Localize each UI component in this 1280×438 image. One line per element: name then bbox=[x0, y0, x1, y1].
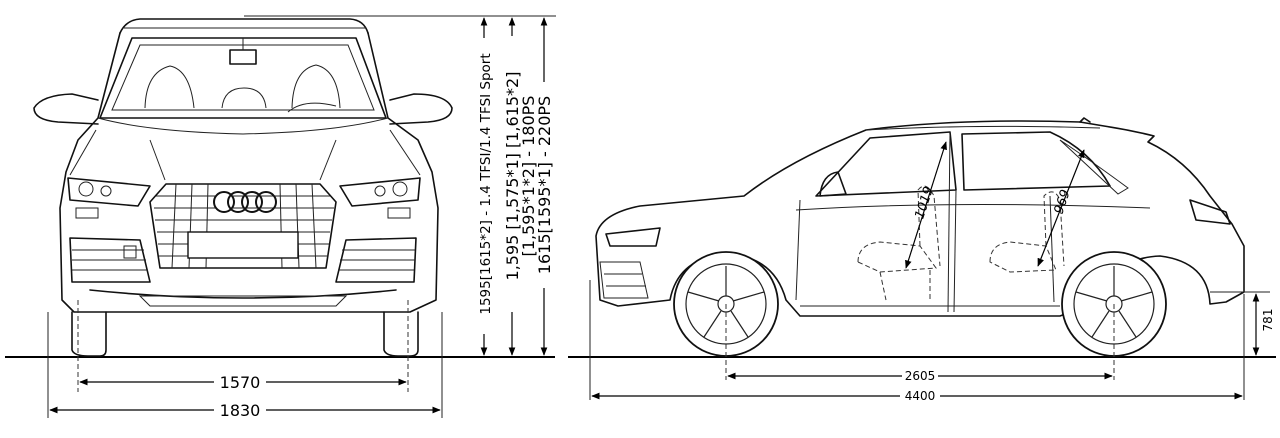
track-width-label: 1570 bbox=[220, 373, 261, 392]
track-width-dimension: 1570 bbox=[79, 373, 407, 392]
rear-height-label: 781 bbox=[1261, 309, 1275, 332]
height-label-2: 1,595 [1,575*1] [1,615*2] bbox=[503, 72, 522, 281]
front-headroom-label: 1019 bbox=[912, 185, 936, 221]
overall-length-label: 4400 bbox=[905, 389, 936, 403]
height-dimensions: 1595[1615*2] - 1.4 TFSI/1.4 TFSI Sport 1… bbox=[478, 17, 554, 356]
height-label-3: [1,595*1*2] - 180PS bbox=[519, 96, 538, 257]
side-view bbox=[589, 117, 1270, 400]
height-label-4: 1615[1595*1] - 220PS bbox=[535, 96, 554, 274]
brand-rings-emblem bbox=[213, 191, 277, 213]
overall-width-label: 1830 bbox=[220, 401, 261, 420]
front-view bbox=[33, 15, 556, 418]
overall-length-dimension: 4400 bbox=[591, 389, 1243, 403]
rear-headroom-label: 969 bbox=[1052, 188, 1074, 216]
rear-headroom-dimension: 969 bbox=[1037, 149, 1085, 267]
height-label-1: 1595[1615*2] - 1.4 TFSI/1.4 TFSI Sport bbox=[478, 53, 494, 314]
overall-width-dimension: 1830 bbox=[49, 401, 441, 420]
wheelbase-label: 2605 bbox=[905, 369, 936, 383]
rear-height-dimension: 781 bbox=[1252, 293, 1275, 356]
front-license-plate bbox=[187, 231, 299, 259]
wheelbase-dimension: 2605 bbox=[727, 369, 1113, 383]
